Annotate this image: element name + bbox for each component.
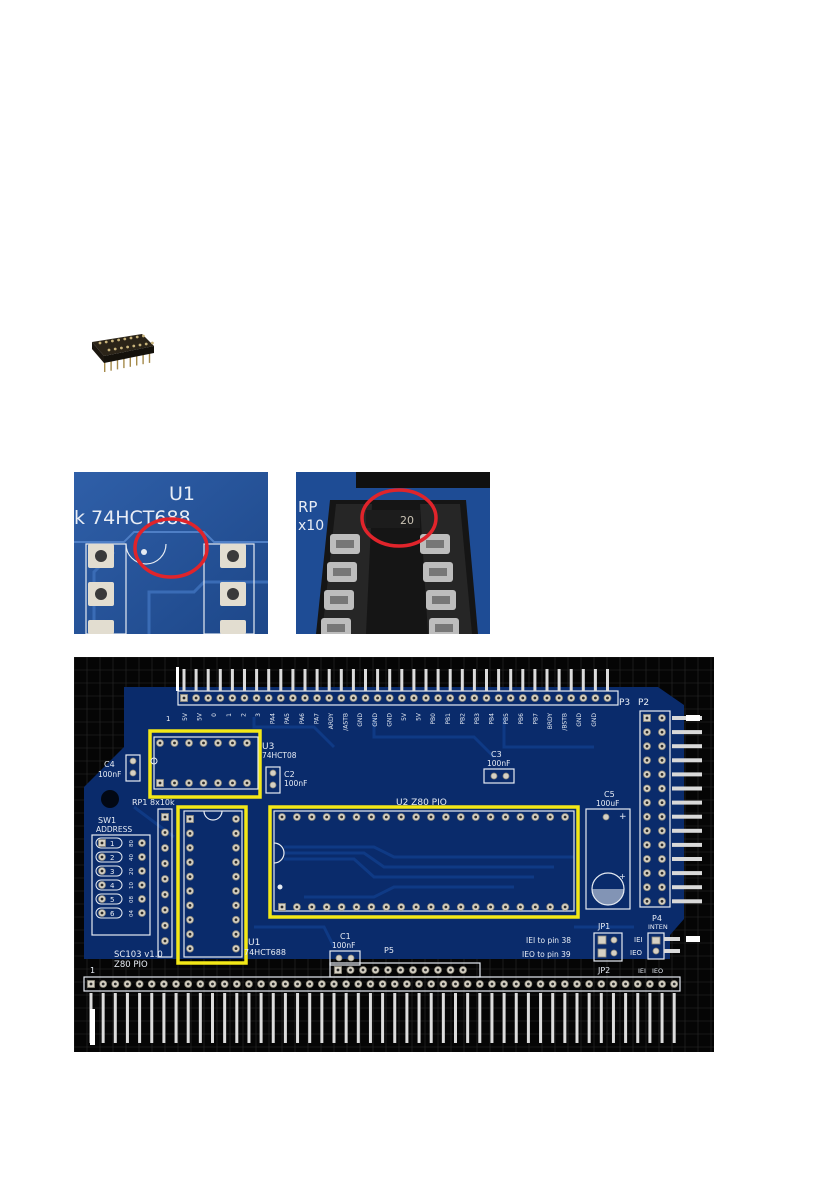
c2-ref: C2 [284, 770, 295, 779]
svg-text:+: + [619, 872, 626, 881]
red-marker-circle-2 [360, 488, 438, 548]
sw1-ref: SW1 [98, 816, 116, 825]
u1-highlight-box [176, 805, 248, 965]
top-header-pin-label: 0 [211, 713, 218, 717]
photo-u1-value: k 74HCT688 [74, 507, 191, 529]
socket-closeup-photo: RP x10 U 20 [296, 472, 490, 634]
top-header-pin-label: GND [372, 713, 379, 727]
ic-socket-photo [84, 328, 158, 376]
u2-highlight-box [268, 805, 580, 919]
photo-rp-ref: RP [298, 498, 317, 516]
ieo-to-label: IEO to pin 39 [522, 950, 571, 959]
board-name: SC103 v1.0 [114, 950, 163, 960]
top-header-pin-label: BRDY [547, 713, 554, 730]
sw1-number: 1 [110, 840, 114, 848]
iei-bottom-label: IEI [638, 967, 646, 975]
red-marker-circle [133, 517, 209, 579]
jp2-label: JP2 [597, 966, 610, 975]
photo-rp-value: x10 [298, 518, 324, 534]
c4-value: 100nF [98, 770, 121, 779]
top-header-pin-label: /BSTB [562, 713, 569, 731]
p4-label: P4 [652, 914, 662, 923]
sw1-value-label: 04 [129, 910, 135, 917]
c5-value: 100uF [596, 799, 619, 808]
top-header-pin-label: PA5 [284, 713, 291, 724]
top-header-pin-label: 5V [401, 712, 408, 721]
top-header-pin-label: GND [357, 713, 364, 727]
top-header-pin-label: PB1 [445, 713, 452, 725]
c1-ref: C1 [340, 932, 351, 941]
top-header-pin-label: PA4 [270, 713, 277, 724]
sw1-value-label: 08 [129, 896, 135, 903]
sw1-value-label: 20 [129, 868, 135, 875]
p3-label: P3 [619, 698, 630, 708]
top-header-pin-label: PA6 [299, 713, 306, 724]
top-header-pin-label: PB2 [459, 713, 466, 725]
sw1-number: 3 [110, 868, 114, 876]
pcb-closeup-photo: U1 k 74HCT688 [74, 472, 268, 634]
top-header-pin-label: ARDY [328, 713, 335, 730]
rp1-label: RP1 8x10k [132, 798, 175, 807]
jp1-label: JP1 [597, 922, 610, 931]
top-header-pin-label: GND [576, 713, 583, 727]
u3-value: 74HCT08 [262, 751, 297, 760]
p5-label: P5 [384, 946, 394, 955]
top-header-pin-label: 5V [416, 712, 423, 721]
top-header-pin-label: /ASTB [343, 713, 350, 731]
pin1-bottom-label: 1 [90, 966, 95, 975]
c2-value: 100nF [284, 779, 307, 788]
sw1-number: 6 [110, 910, 115, 918]
sw1-value-label: 80 [129, 840, 135, 847]
sw1-value-label: 40 [129, 854, 135, 861]
sw1-number: 5 [110, 896, 114, 904]
top-header-pin-label: 1 [226, 713, 233, 717]
p2-label: P2 [638, 698, 649, 708]
c5-ref: C5 [604, 790, 615, 799]
ieo-label: IEO [630, 949, 642, 957]
u3-highlight-box [148, 729, 262, 799]
u1-ref: U1 [248, 938, 260, 948]
c3-ref: C3 [491, 750, 502, 759]
top-header-pin-label: 5V [182, 712, 189, 721]
c1-value: 100nF [332, 941, 355, 950]
c4-ref: C4 [104, 760, 115, 769]
sw1-value-label: 10 [129, 882, 135, 889]
top-header-pin-label: PB3 [474, 713, 481, 725]
top-header-pin-label: 5V [197, 712, 204, 721]
u3-ref: U3 [262, 742, 274, 752]
sw1-number: 2 [110, 854, 114, 862]
ic-socket-image [92, 334, 154, 372]
top-header-pin-label: GND [386, 713, 393, 727]
board-desc: Z80 PIO [114, 960, 148, 970]
sw1-number: 4 [110, 882, 115, 890]
top-header-pin-label: 2 [240, 713, 247, 717]
top-header-pin-label: PB7 [532, 713, 539, 725]
c3-value: 100nF [487, 759, 510, 768]
mounting-hole [101, 790, 119, 808]
inten-label: INTEN [648, 923, 668, 931]
top-header-pin-label: GND [591, 713, 598, 727]
top-header-pin-label: PB5 [503, 713, 510, 725]
c5-plus: + [619, 812, 627, 822]
top-header-pin-label: PB4 [489, 713, 496, 725]
pcb-render: 1 P3 P2 5V 5V 0 1 2 3 PA4 PA5 PA6 PA7 ARDY/ASTB GND… [74, 657, 714, 1052]
iei-to-label: IEI to pin 38 [526, 936, 571, 945]
iei-label: IEI [634, 936, 643, 944]
top-header-pin-label: PA7 [313, 713, 320, 724]
photo-socket-marker: 20 [400, 514, 414, 527]
pin1-top-label: 1 [166, 715, 170, 723]
top-header-pin-label: PB6 [518, 713, 525, 725]
u1-value: 74HCT688 [244, 948, 286, 957]
photo-u1-ref: U1 [169, 483, 195, 505]
u2-label: U2 Z80 PIO [396, 798, 447, 808]
top-header-pin-label: PB0 [430, 713, 437, 725]
top-header-pin-label: 3 [255, 713, 262, 717]
ieo-bottom-label: IEO [652, 967, 663, 975]
sw1-value: ADDRESS [96, 825, 132, 834]
